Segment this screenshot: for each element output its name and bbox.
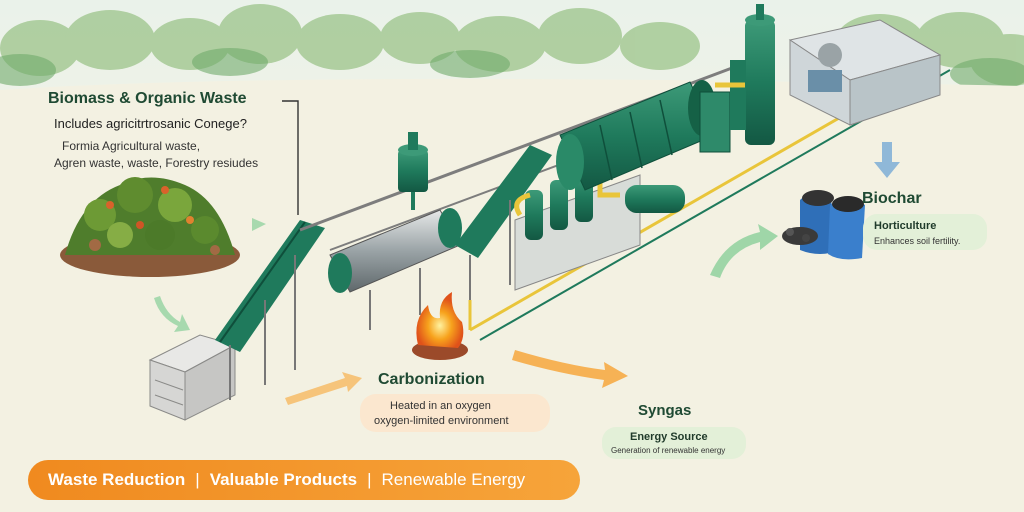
fire-icon [412, 292, 468, 360]
biochar-title: Biochar [862, 190, 922, 207]
second-conveyor-icon [455, 145, 552, 300]
biochar-desc-box [863, 214, 987, 250]
rotary-kiln-icon [328, 208, 462, 330]
syngas-desc-box [602, 427, 746, 459]
syngas-title: Syngas [638, 402, 692, 419]
biomass-pile-icon [60, 177, 240, 277]
cyclone-tower-icon [398, 132, 428, 210]
syngas-arrow-icon [512, 350, 628, 388]
syngas-desc: Generation of renewable energy [611, 446, 726, 455]
biomass-callout-line [282, 100, 299, 215]
tall-tower-icon [715, 4, 775, 145]
ground [0, 78, 1024, 512]
carbonization-arrow-icon [285, 372, 362, 405]
biochar-subtitle: Horticulture [874, 220, 937, 232]
carbonization-line1: Heated in an oxygen [390, 400, 491, 412]
biomass-title: Biomass & Organic Waste [48, 90, 247, 107]
control-building-icon [788, 19, 942, 126]
biomass-line1: Includes agricitrtrosanic Conege? [54, 116, 247, 131]
feed-hopper-icon [148, 334, 237, 421]
biomass-line2: Formia Agricultural waste, [62, 139, 201, 153]
banner-item-waste-reduction: Waste Reduction [48, 470, 186, 489]
banner-item-renewable-energy: Renewable Energy [381, 470, 526, 489]
processing-unit-icon [514, 160, 641, 291]
tree-line-dark [0, 48, 1024, 90]
biochar-bags-icon [782, 190, 865, 260]
banner-separator: | [367, 470, 372, 489]
carbonization-title: Carbonization [378, 371, 485, 388]
banner-separator: | [195, 470, 200, 489]
benefits-banner: Waste Reduction | Valuable Products | Re… [28, 460, 580, 500]
carbonization-desc-box [360, 394, 550, 432]
syngas-subtitle: Energy Source [630, 431, 708, 443]
biochar-desc: Enhances soil fertility. [874, 236, 961, 246]
banner-item-valuable-products: Valuable Products [209, 470, 358, 489]
conveyor-icon [215, 220, 325, 400]
biochar-arrow-icon [710, 142, 900, 278]
green-kiln-icon [556, 80, 731, 191]
biomass-line3: Agren waste, waste, Forestry resiudes [54, 156, 259, 170]
gas-tank-icon [625, 185, 685, 213]
carbonization-line2: oxygen-limited environment [374, 415, 509, 427]
cycle-arrow-icons [154, 218, 266, 332]
